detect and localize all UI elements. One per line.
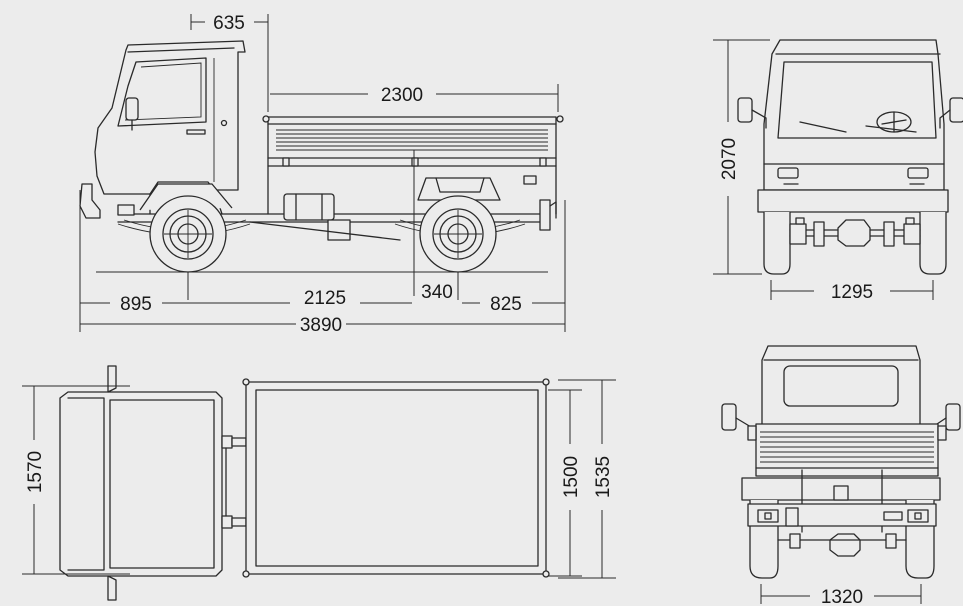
- front-wheel: [149, 195, 227, 273]
- dim-rear-overhang: 825: [490, 294, 522, 315]
- fuel-tank: [283, 193, 335, 221]
- rear-cab: [761, 345, 921, 427]
- dim-top-width: 1570: [25, 451, 46, 493]
- dim-bed-inner-width: 1500: [561, 456, 582, 498]
- dim-bed-outer-width: 1535: [593, 456, 614, 498]
- top-cargo-bed: [245, 381, 547, 575]
- top-view: 1570 1500 1535: [22, 365, 616, 601]
- dim-front-overhang: 895: [120, 294, 152, 315]
- side-view: 635 2300 895 2125 340 825 3890: [79, 13, 566, 336]
- front-view: 2070 1295: [713, 39, 963, 303]
- top-cab: [59, 391, 223, 577]
- rear-wheel: [419, 195, 497, 273]
- dim-rear-track: 1320: [821, 587, 863, 606]
- dim-bed-length: 2300: [381, 85, 423, 106]
- dim-overall-length: 3890: [300, 315, 342, 336]
- side-cab: [94, 40, 246, 195]
- dim-front-track: 1295: [831, 282, 873, 303]
- dim-overall-height: 2070: [719, 138, 740, 180]
- dim-rear-offset: 340: [421, 282, 453, 303]
- dim-wheelbase: 2125: [304, 288, 346, 309]
- dim-cab-overhang: 635: [213, 13, 245, 34]
- front-bumper: [757, 189, 949, 213]
- rear-view: 1320: [721, 345, 961, 606]
